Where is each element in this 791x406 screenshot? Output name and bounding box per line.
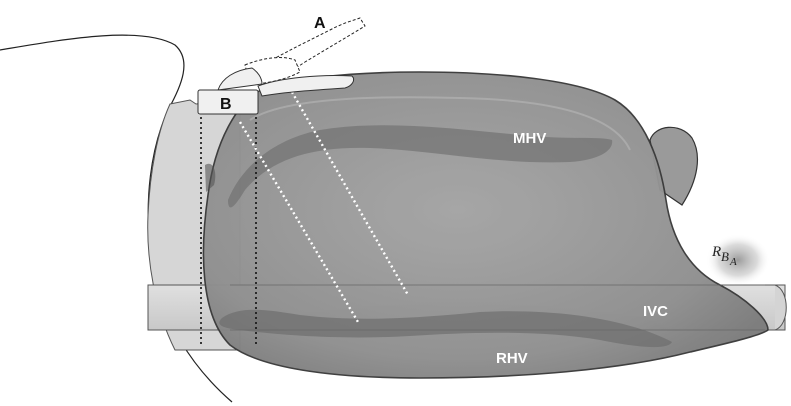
scan-line-2 bbox=[290, 91, 410, 296]
probe-b-tip bbox=[257, 75, 355, 97]
label-rba-a: A bbox=[729, 256, 737, 268]
scan-line-1 bbox=[238, 121, 360, 323]
liver-inner-highlight bbox=[249, 96, 631, 151]
label-rba-r: R bbox=[711, 244, 721, 260]
rba-shadow bbox=[706, 234, 770, 286]
liver bbox=[202, 71, 769, 379]
label-mhv: MHV bbox=[513, 130, 546, 147]
label-rba-b: B bbox=[721, 249, 729, 264]
middle-hepatic-vein bbox=[228, 125, 613, 208]
probe-b-head bbox=[197, 89, 259, 115]
label-probe-a: A bbox=[314, 15, 326, 32]
label-ivc: IVC bbox=[643, 303, 668, 320]
label-rhv: RHV bbox=[496, 350, 528, 367]
right-hepatic-vein bbox=[219, 309, 672, 348]
wall-shadow bbox=[205, 163, 216, 192]
label-probe-b: B bbox=[220, 96, 232, 113]
probe-b-cable bbox=[217, 67, 263, 91]
ivc-band-end bbox=[774, 284, 787, 331]
